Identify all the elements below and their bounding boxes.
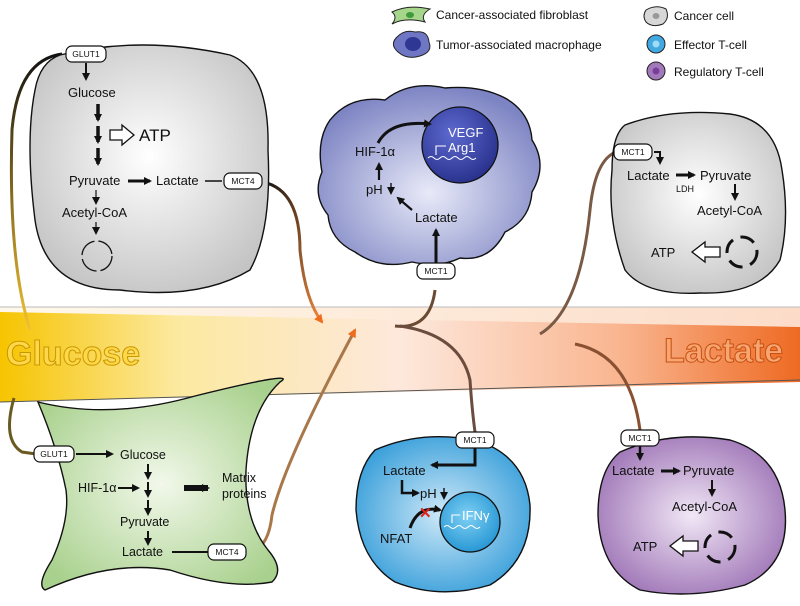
mct1-transporter-cancer-right [613,143,653,161]
tca-cycle-left-icon [81,240,113,272]
lactate-label-left: Lactate [156,173,199,188]
arg1-label: Arg1 [448,140,475,155]
lactate-label-fibroblast: Lactate [122,545,163,559]
vegf-promoter-arrow [435,145,446,155]
legend-regulatory-label: Regulatory T-cell [674,65,764,79]
atp-label-left: ATP [139,126,171,145]
tca-cycle-regulatory-icon [703,530,737,564]
legend-cancer-cell-label: Cancer cell [674,9,734,23]
ifn-label: IFNγ [462,508,490,523]
cancer-cell-left-body [29,44,270,294]
mct1-to-lactate-arrow-effector [430,448,477,469]
hif-label-fibroblast: HIF-1α [78,481,116,495]
lactate-label-macrophage: Lactate [415,210,458,225]
effector-import-curve [399,324,477,433]
nfat-label: NFAT [380,531,412,546]
lactate-to-ph-arrow [396,196,413,211]
atp-hollow-arrow-right [690,240,721,264]
glucose-gradient-label: Glucose [6,335,140,373]
acetyl-coa-label-cancer-right: Acetyl-CoA [697,203,762,218]
concentration-gradient: Glucose Lactate [0,306,800,403]
lactate-label-effector: Lactate [383,463,426,478]
ph-label-macrophage: pH [366,182,383,197]
gradient-band [0,312,800,402]
atp-label-regulatory: ATP [633,539,657,554]
gradient-upper-wedge [0,307,800,327]
pyruvate-label-cancer-right: Pyruvate [700,168,751,183]
gradient-divider [0,379,800,403]
macrophage-cell: VEGF Arg1 HIF-1α pH Lactate MCT1 [317,85,541,280]
atp-hollow-arrow-left [109,123,136,147]
cancer-cell-right-body [610,111,787,295]
acetyl-coa-label-left: Acetyl-CoA [62,205,127,220]
acetyl-coa-label-regulatory: Acetyl-CoA [672,499,737,514]
cancer-cell-right: MCT1 Lactate LDH Pyruvate Acetyl-CoA ATP [610,111,787,295]
ifn-promoter-arrow [451,514,460,523]
mct1-label-macrophage: MCT1 [424,266,447,276]
hif-to-nucleus-arrow [376,119,432,144]
mct1-to-lactate-arrow-right [654,151,664,165]
legend-effector-label: Effector T-cell [674,38,747,52]
pyruvate-label-fibroblast: Pyruvate [120,515,169,529]
lactate-label-regulatory: Lactate [612,463,655,478]
glut1-label-fibroblast: GLUT1 [40,449,68,459]
glucose-label-left: Glucose [68,85,116,100]
mct1-label-cancer-right: MCT1 [621,147,644,157]
atp-label-cancer-right: ATP [651,245,675,260]
mct1-label-regulatory: MCT1 [628,433,651,443]
lactate-to-ph-arrow-effector [400,480,420,497]
macrophage-body [317,85,541,266]
tca-cycle-right-icon [725,235,759,269]
legend: Cancer-associated fibroblast Tumor-assoc… [391,6,764,81]
effector-nucleus [439,491,501,553]
mct4-transporter-left [223,172,263,190]
glucose-to-cancer-curve [9,52,63,331]
glut1-label-left: GLUT1 [72,49,100,59]
effector-dna-icon [443,525,481,529]
mct1-transporter-macrophage [416,262,456,280]
hif-label-macrophage: HIF-1α [355,144,396,159]
matrix-label-2: proteins [222,487,266,501]
macrophage-nucleus [421,106,499,184]
mct1-label-effector: MCT1 [463,435,486,445]
ldh-label: LDH [676,184,694,194]
legend-fibroblast-label: Cancer-associated fibroblast [436,8,589,22]
mct4-label-fibroblast: MCT4 [215,547,238,557]
regulatory-import-curve [574,342,642,431]
fibroblast-legend-nucleus [406,12,414,18]
cancer-cell-legend-nucleus [652,13,660,19]
macrophage-legend-nucleus [405,37,421,51]
glut1-transporter-left [65,45,107,63]
effector-tcell: MCT1 Lactate pH ✕ NFAT IFNγ [355,431,531,593]
ph-label-effector: pH [420,486,437,501]
lactate-gradient-label: Lactate [664,332,783,370]
nfat-to-nucleus-arrow [408,504,442,529]
macrophage-dna-icon [427,156,477,160]
pyruvate-label-regulatory: Pyruvate [683,463,734,478]
cancer-cell-left: GLUT1 Glucose ATP Pyruvate Lactate MCT4 … [29,44,270,294]
mct4-transporter-fibroblast [207,543,247,561]
fibroblast-body [36,377,284,591]
effector-legend-nucleus [652,40,660,48]
fibroblast-cell: GLUT1 Glucose HIF-1α Matrix proteins Pyr… [33,377,284,591]
mct4-label-left: MCT4 [231,176,254,186]
cancer-lactate-export-curve [262,180,324,324]
regulatory-legend-nucleus [652,67,660,75]
glucose-label-fibroblast: Glucose [120,448,166,462]
atp-hollow-arrow-regulatory [668,534,699,558]
glut1-transporter-fibroblast [33,445,75,463]
legend-macrophage-label: Tumor-associated macrophage [436,38,602,52]
glucose-to-fibroblast-curve [8,397,37,456]
vegf-label: VEGF [448,125,483,140]
cancer-right-import-curve [539,150,617,336]
matrix-label-1: Matrix [222,471,257,485]
lactate-label-cancer-right: Lactate [627,168,670,183]
inhibition-mark: ✕ [419,505,432,522]
regulatory-tcell: MCT1 Lactate Pyruvate Acetyl-CoA ATP [597,429,787,595]
pyruvate-label-left: Pyruvate [69,173,120,188]
regulatory-tcell-body [597,436,787,595]
